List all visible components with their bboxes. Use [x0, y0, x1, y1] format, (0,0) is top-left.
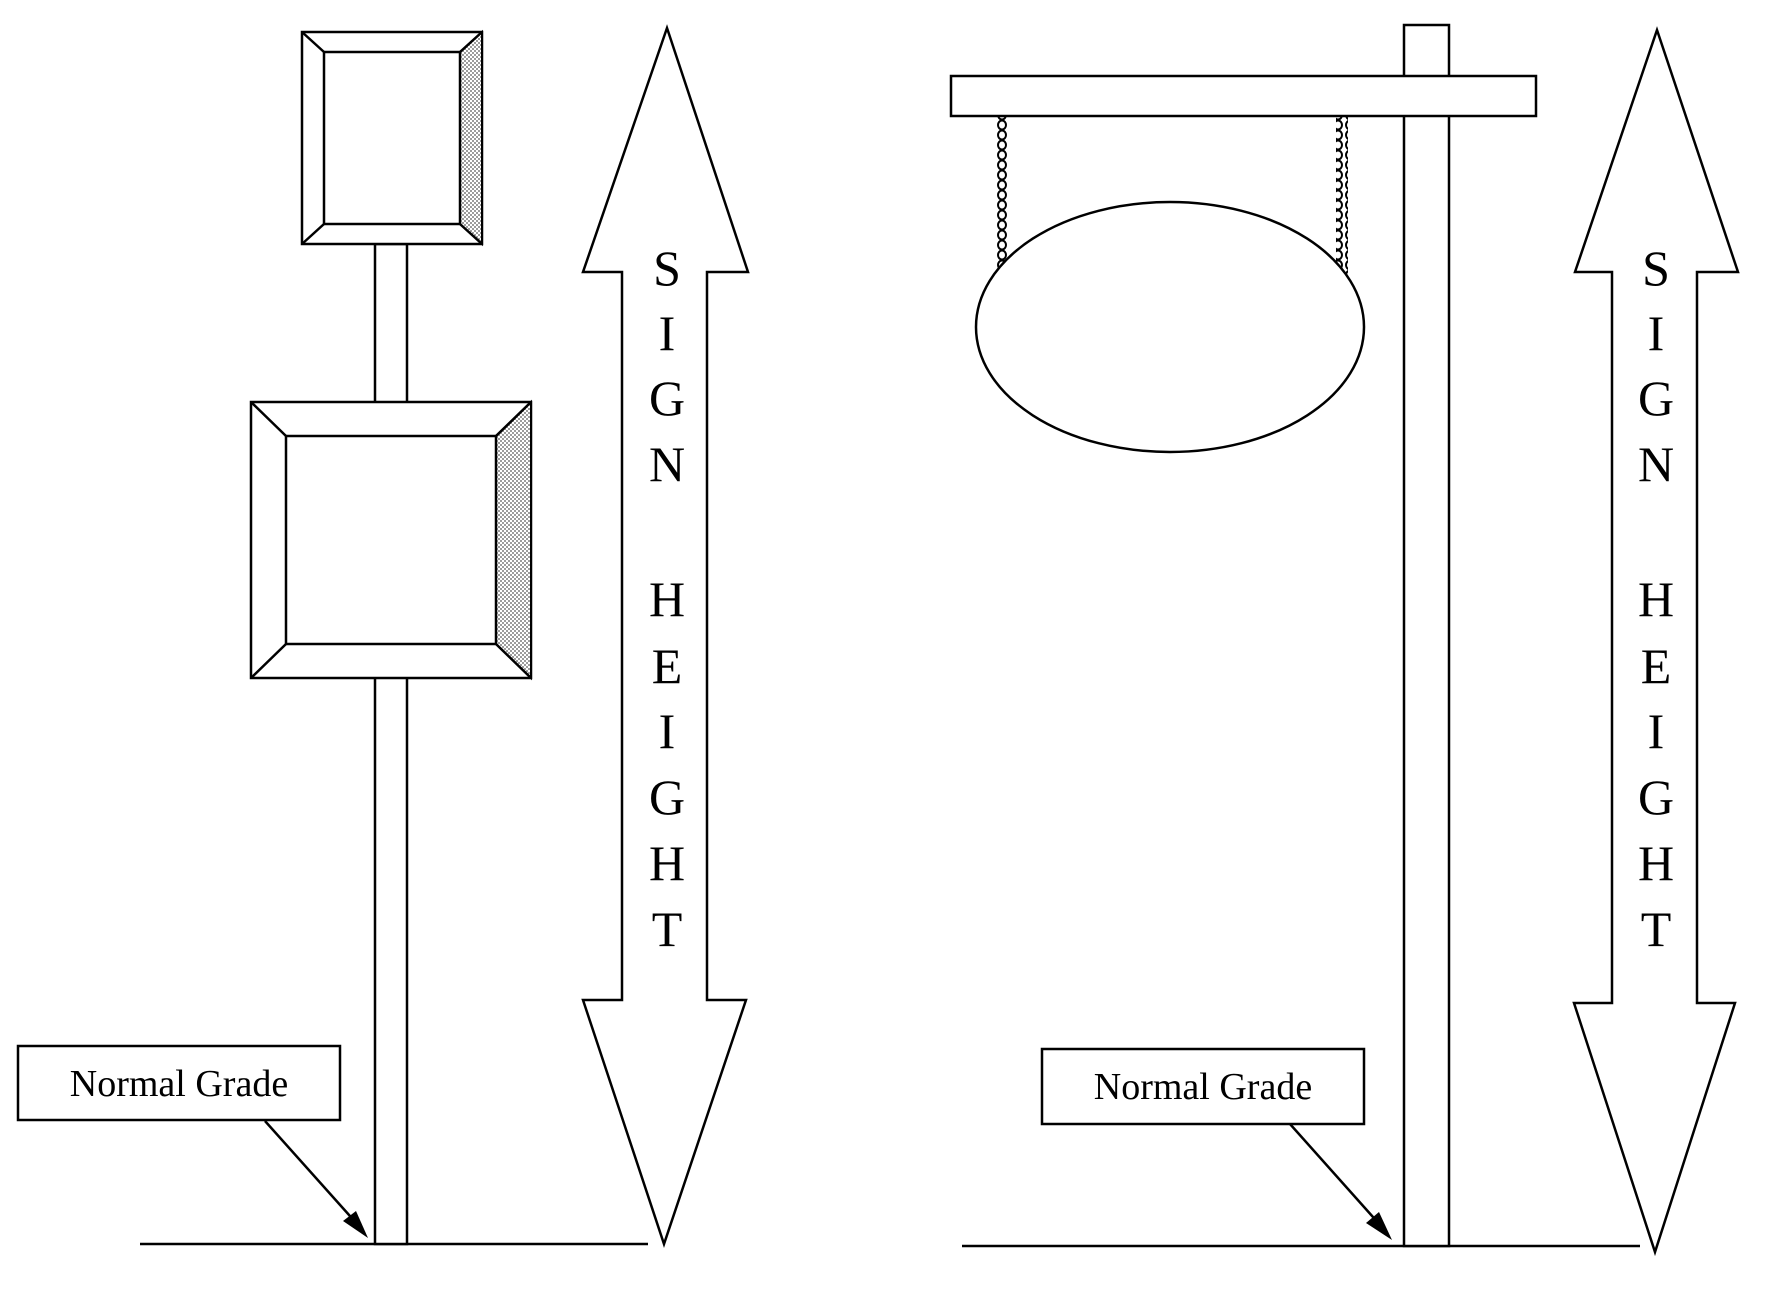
- svg-text:I: I: [659, 305, 676, 361]
- svg-text:H: H: [1638, 571, 1674, 627]
- svg-text:S: S: [1642, 240, 1670, 296]
- svg-text:N: N: [1638, 436, 1674, 492]
- right-height-arrow: [1572, 26, 1740, 1257]
- right-oval-sign: [974, 200, 1366, 454]
- svg-text:T: T: [652, 901, 683, 957]
- left-upper-sign: [300, 29, 484, 247]
- svg-text:T: T: [1641, 901, 1672, 957]
- svg-text:N: N: [649, 436, 685, 492]
- right-chain-left: [995, 116, 1007, 276]
- svg-text:G: G: [1638, 370, 1674, 426]
- svg-text:I: I: [1648, 703, 1665, 759]
- svg-text:E: E: [1641, 638, 1672, 694]
- right-diagram: S I G N H E I G H T Normal Grade: [949, 23, 1740, 1257]
- svg-text:H: H: [1638, 835, 1674, 891]
- right-grade-arrowhead: [1366, 1212, 1392, 1240]
- svg-text:E: E: [652, 638, 683, 694]
- svg-text:S: S: [653, 240, 681, 296]
- left-sign-pole: [373, 242, 409, 1246]
- left-lower-sign: [249, 399, 533, 681]
- svg-text:H: H: [649, 835, 685, 891]
- left-diagram: S I G N H E I G H T Normal Grade: [16, 24, 750, 1248]
- right-height-label: S I G N H E I G H T: [1638, 240, 1674, 957]
- svg-text:H: H: [649, 571, 685, 627]
- left-grade-arrowhead: [343, 1211, 368, 1238]
- left-height-arrow: [581, 24, 750, 1248]
- right-grade-label: Normal Grade: [1094, 1066, 1312, 1108]
- left-height-label: S I G N H E I G H T: [649, 240, 685, 957]
- left-grade-label: Normal Grade: [70, 1063, 288, 1105]
- svg-text:G: G: [1638, 769, 1674, 825]
- left-grade-label-box: [16, 1044, 342, 1122]
- svg-text:G: G: [649, 769, 685, 825]
- right-crossbar: [949, 74, 1538, 118]
- svg-text:G: G: [649, 370, 685, 426]
- left-grade-pointer: [264, 1120, 359, 1226]
- svg-text:I: I: [1648, 305, 1665, 361]
- svg-text:I: I: [659, 703, 676, 759]
- right-grade-pointer: [1289, 1123, 1382, 1227]
- right-grade-label-box: [1040, 1047, 1366, 1126]
- right-chain-right: [1336, 116, 1348, 276]
- right-sign-post: [1402, 23, 1451, 1248]
